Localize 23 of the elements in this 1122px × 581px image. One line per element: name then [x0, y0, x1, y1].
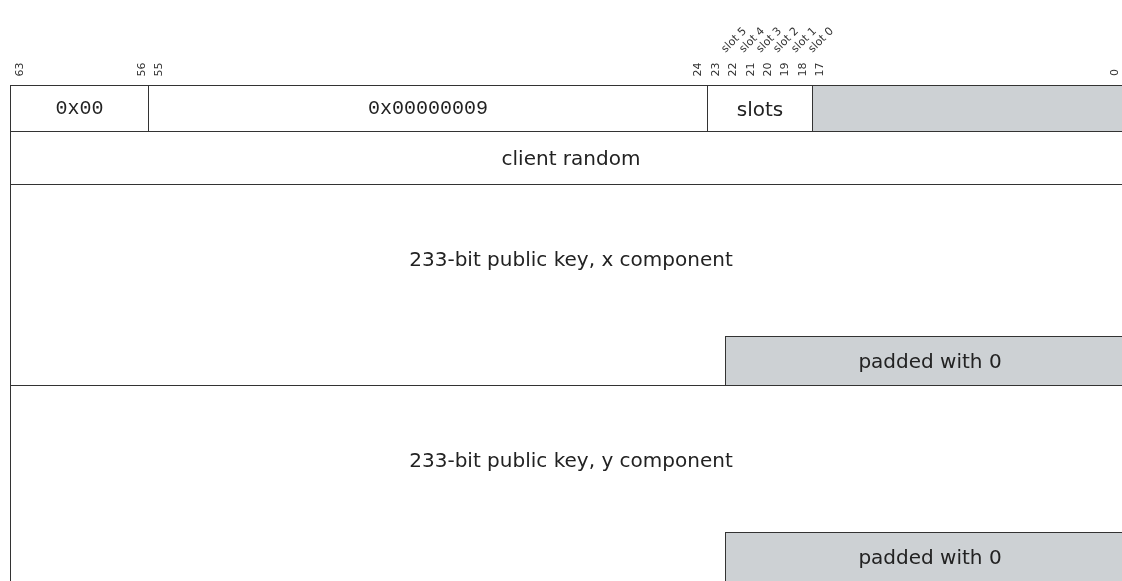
- padding-field: [812, 85, 1122, 132]
- bit-number: 56: [135, 62, 146, 76]
- field-label: padded with 0: [858, 545, 1002, 569]
- bit-number: 23: [709, 62, 721, 76]
- bit-number: 19: [778, 62, 790, 76]
- register-field: [10, 385, 1122, 581]
- bit-number: 55: [152, 62, 164, 76]
- register-field: [10, 184, 1122, 386]
- padding-field: [725, 336, 1122, 386]
- field-label: client random: [501, 146, 641, 170]
- bit-number: 24: [691, 62, 703, 76]
- field-label: slots: [736, 96, 784, 121]
- bit-number: 17: [813, 62, 825, 76]
- field-label: 0x00: [55, 97, 104, 120]
- field-label: 233-bit public key, y component: [409, 448, 733, 472]
- field-label: 0x00000009: [368, 97, 488, 120]
- padding-field: [725, 532, 1122, 581]
- field-label: padded with 0: [858, 349, 1002, 373]
- field-label: 233-bit public key, x component: [409, 247, 733, 271]
- bit-number: 22: [726, 62, 738, 76]
- bit-number: 0: [1109, 69, 1121, 76]
- register-field: [10, 85, 149, 132]
- bit-number: 18: [796, 62, 808, 76]
